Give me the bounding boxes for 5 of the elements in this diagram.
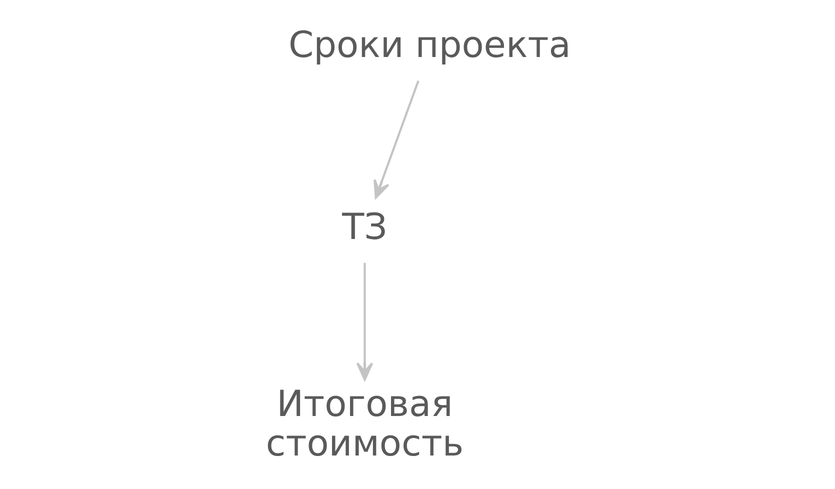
- node-text: Сроки проекта: [288, 24, 571, 66]
- node-text: Итоговая стоимость: [266, 382, 464, 465]
- arrow: [374, 80, 420, 199]
- arrow: [356, 262, 374, 381]
- node-text: ТЗ: [342, 206, 388, 248]
